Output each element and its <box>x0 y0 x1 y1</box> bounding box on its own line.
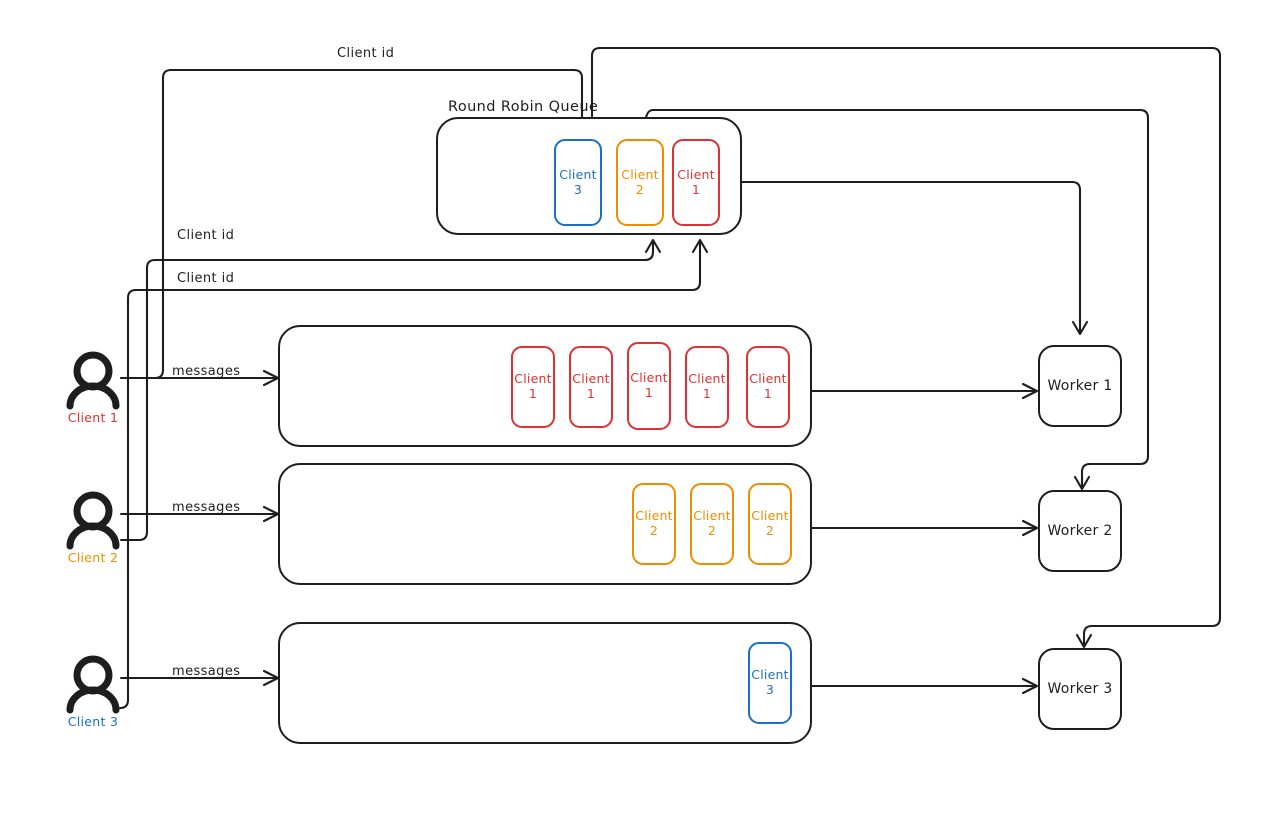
queue1-message-2-line2: 1 <box>586 386 596 401</box>
queue1-message-3-line1: Client <box>630 370 668 386</box>
arrowhead-rrq-client3-to-worker3 <box>1075 633 1093 649</box>
label-round-robin-queue: Round Robin Queue <box>448 99 599 115</box>
client-label-2: Client 2 <box>67 550 119 565</box>
worker-2[interactable]: Worker 2 <box>1038 490 1122 572</box>
arrowhead-rrq-client2-to-worker2 <box>1073 475 1091 491</box>
label-client-id-mid: Client id <box>177 228 235 243</box>
rrq-entry-client2-line2: 2 <box>635 181 645 197</box>
rrq-entry-client3-line1: Client <box>559 166 597 182</box>
label-messages-3: messages <box>172 664 241 679</box>
queue1-message-2[interactable]: Client 1 <box>569 346 613 428</box>
queue1-message-5-line1: Client <box>749 371 787 387</box>
queue2-message-1-line1: Client <box>635 508 673 524</box>
rrq-entry-client1[interactable]: Client 1 <box>672 139 720 226</box>
rrq-entry-client2-line1: Client <box>621 166 659 182</box>
queue2-message-2[interactable]: Client 2 <box>690 483 734 565</box>
queue1-message-5-line2: 1 <box>763 386 773 401</box>
arrowhead-queue2-to-worker2 <box>1021 519 1039 537</box>
rrq-entry-client1-line1: Client <box>677 166 715 182</box>
queue2-message-2-line1: Client <box>693 508 731 524</box>
wire-client3-to-queue <box>118 240 702 710</box>
client-label-3: Client 3 <box>67 714 119 729</box>
queue2-message-3-line2: 2 <box>765 523 775 538</box>
queue1-message-4[interactable]: Client 1 <box>685 346 729 428</box>
queue3-message-1-line2: 3 <box>765 682 775 697</box>
wire-rrq-client2-to-worker2 <box>643 108 1150 489</box>
wire-rrq-client1-to-worker1 <box>722 180 1082 334</box>
queue2-message-2-line2: 2 <box>707 523 717 538</box>
arrowhead-client3-to-queue <box>691 238 709 254</box>
queue1-message-1-line2: 1 <box>528 386 538 401</box>
queue3-message-1[interactable]: Client 3 <box>748 642 792 724</box>
label-messages-2: messages <box>172 500 241 515</box>
queue1-message-3-line2: 1 <box>644 385 654 400</box>
queue2-message-3[interactable]: Client 2 <box>748 483 792 565</box>
wire-client2-to-queue <box>119 240 655 542</box>
queue2-message-1[interactable]: Client 2 <box>632 483 676 565</box>
queue1-message-1[interactable]: Client 1 <box>511 346 555 428</box>
worker-1[interactable]: Worker 1 <box>1038 345 1122 427</box>
queue2-message-1-line2: 2 <box>649 523 659 538</box>
queue1-message-1-line1: Client <box>514 371 552 387</box>
client-queue-3-container <box>278 622 812 744</box>
queue3-message-1-line1: Client <box>751 667 789 683</box>
rrq-entry-client3[interactable]: Client 3 <box>554 139 602 226</box>
arrowhead-rrq-client1-to-worker1 <box>1071 320 1089 336</box>
queue2-message-3-line1: Client <box>751 508 789 524</box>
user-icon-client3 <box>66 655 120 714</box>
user-icon-client1 <box>66 351 120 410</box>
rrq-entry-client3-line2: 3 <box>573 181 583 197</box>
arrowhead-queue1-to-worker1 <box>1021 382 1039 400</box>
label-messages-1: messages <box>172 364 241 379</box>
arrowhead-queue3-to-worker3 <box>1021 677 1039 695</box>
arrowhead-client2-to-queue <box>644 238 662 254</box>
label-client-id-low: Client id <box>177 271 235 286</box>
label-client-id-top: Client id <box>337 46 395 61</box>
user-icon-client2 <box>66 491 120 550</box>
queue1-message-4-line2: 1 <box>702 386 712 401</box>
worker-3[interactable]: Worker 3 <box>1038 648 1122 730</box>
queue1-message-5[interactable]: Client 1 <box>746 346 790 428</box>
queue1-message-3[interactable]: Client 1 <box>627 342 671 430</box>
rrq-entry-client1-line2: 1 <box>691 181 701 197</box>
queue1-message-2-line1: Client <box>572 371 610 387</box>
client-label-1: Client 1 <box>67 410 119 425</box>
wire-client1-to-queue <box>119 68 584 380</box>
wire-rrq-client3-to-worker3 <box>590 46 1222 647</box>
queue1-message-4-line1: Client <box>688 371 726 387</box>
rrq-entry-client2[interactable]: Client 2 <box>616 139 664 226</box>
